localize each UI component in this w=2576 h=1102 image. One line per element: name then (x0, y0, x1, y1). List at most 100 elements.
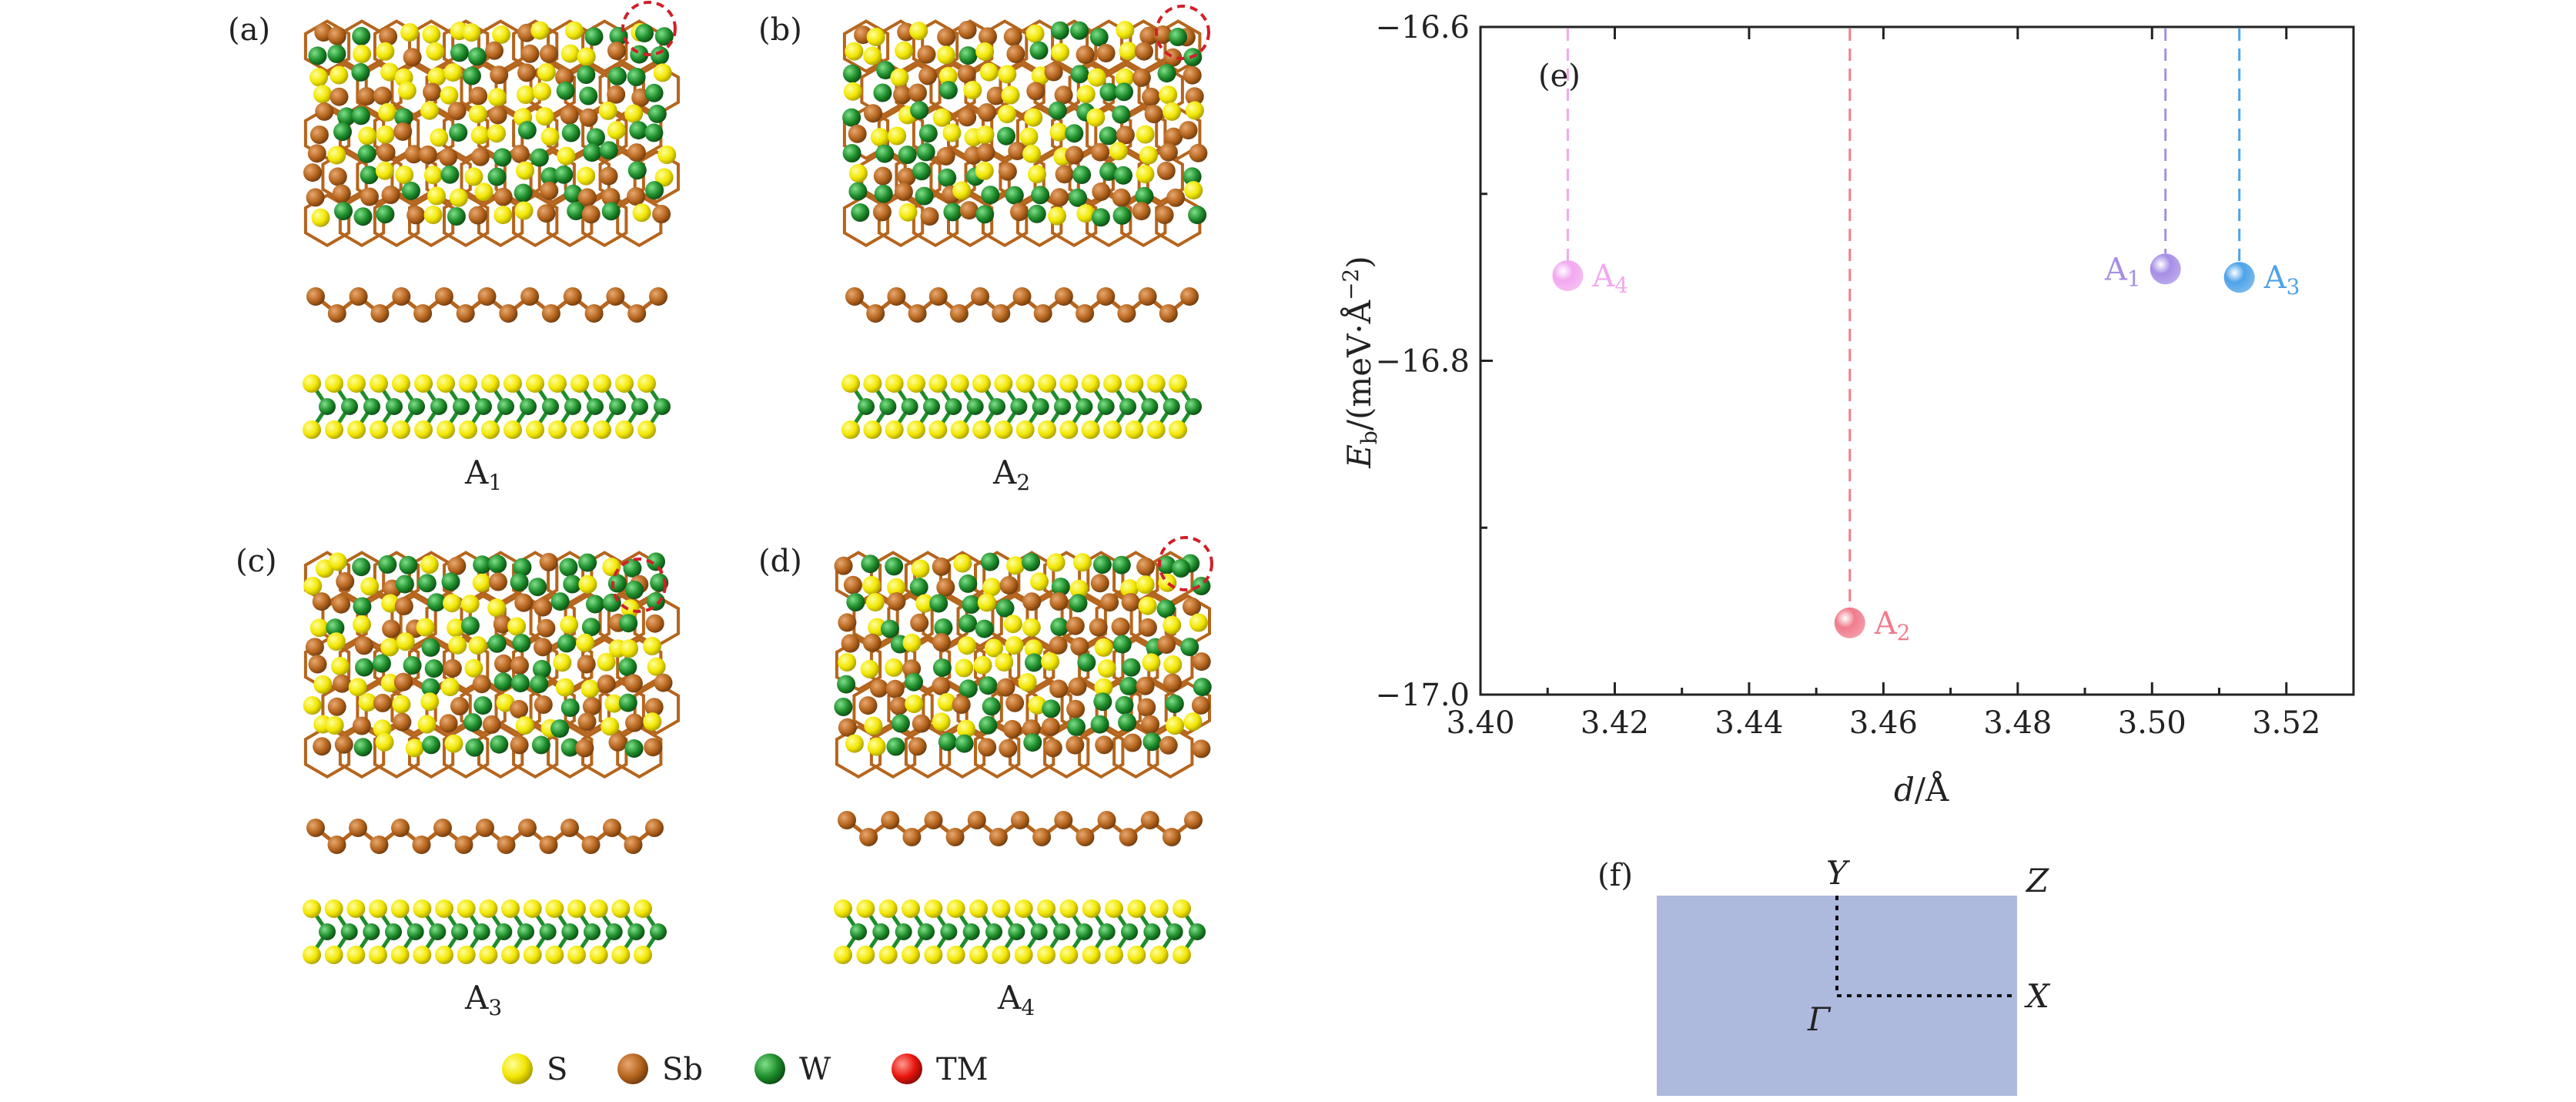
s-atom (1014, 899, 1033, 918)
s-atom (946, 946, 965, 964)
w-atom (394, 108, 413, 127)
sb-atom (959, 201, 979, 220)
s-atom (885, 420, 904, 439)
s-atom (328, 552, 347, 571)
s-atom (841, 374, 860, 393)
sb-atom (627, 143, 646, 162)
s-atom (370, 374, 388, 393)
sb-atom (627, 187, 646, 206)
s-atom (950, 420, 969, 439)
sb-atom (514, 593, 534, 612)
s-atom (1038, 374, 1056, 393)
w-atom (1180, 638, 1199, 657)
sb-atom (423, 82, 442, 102)
s-atom (567, 899, 586, 918)
sb-atom (327, 26, 346, 45)
s-atom (380, 638, 400, 657)
sb-atom (644, 698, 664, 717)
s-atom (347, 420, 366, 439)
w-atom (408, 398, 425, 415)
sb-atom (885, 679, 905, 698)
y-tick-label: −16.8 (1375, 344, 1470, 380)
data-point-a2 (1834, 607, 1865, 638)
sb-atom (912, 714, 931, 733)
sb-atom (470, 147, 490, 166)
s-atom (963, 81, 982, 99)
sb-atom (581, 836, 601, 854)
w-atom (560, 738, 580, 757)
s-atom (537, 62, 556, 82)
sb-atom (1066, 616, 1085, 635)
sb-atom (845, 287, 864, 306)
w-atom (337, 107, 356, 126)
sb-atom (998, 162, 1017, 181)
s-atom (1158, 573, 1177, 592)
s-atom (995, 653, 1014, 672)
s-atom (472, 573, 491, 592)
w-atom (353, 207, 373, 226)
s-atom (570, 374, 589, 393)
sb-atom (1008, 142, 1027, 160)
s-atom (621, 599, 640, 618)
sb-atom (859, 828, 878, 846)
s-atom (593, 374, 611, 393)
sb-atom (1066, 699, 1086, 718)
s-atom (325, 420, 343, 439)
w-atom (530, 148, 549, 167)
brillouin-zone-diagram: Y Z X Γ (1657, 854, 2051, 1096)
sb-atom (1135, 42, 1153, 61)
w-atom (1115, 82, 1133, 102)
w-atom (1067, 717, 1086, 736)
w-atom (979, 715, 998, 735)
s-atom (347, 374, 366, 393)
sb-atom (582, 697, 601, 716)
s-atom (1173, 899, 1191, 918)
w-atom (355, 658, 374, 677)
s-atom (555, 678, 574, 697)
w-atom (488, 554, 507, 574)
s-atom (972, 420, 991, 439)
tm-site-highlight (1158, 536, 1213, 591)
panel-a-ws2-layer (303, 374, 671, 439)
sb-bond (598, 681, 645, 735)
sb-atom (1049, 635, 1068, 655)
sb-bond (373, 638, 420, 692)
w-atom (578, 553, 597, 572)
tm-atom (1169, 28, 1187, 46)
sb-atom (1183, 597, 1201, 616)
s-atom (423, 206, 443, 224)
sb-atom (897, 167, 916, 186)
w-atom (1076, 398, 1093, 415)
s-atom (1059, 374, 1079, 393)
sb-atom (537, 618, 556, 638)
s-atom (474, 183, 493, 202)
sb-atom (862, 633, 882, 652)
sb-atom (454, 836, 473, 854)
s-atom (866, 28, 885, 46)
s-atom (982, 578, 1002, 597)
s-atom (973, 655, 992, 675)
sb-bond (356, 149, 403, 204)
w-atom (958, 679, 978, 698)
s-atom (468, 636, 487, 655)
w-atom (510, 573, 529, 591)
w-atom (646, 592, 665, 611)
s-atom (887, 578, 906, 597)
w-atom (1157, 555, 1176, 574)
s-atom (911, 559, 930, 578)
w-atom (958, 614, 978, 633)
s-atom (1149, 946, 1169, 964)
s-atom (515, 716, 534, 735)
sb-atom (924, 811, 943, 829)
s-atom (848, 164, 868, 183)
s-atom (953, 554, 972, 573)
panel-c-tag: (c) (236, 544, 277, 579)
s-atom (526, 420, 544, 439)
sb-bond (443, 725, 490, 779)
sb-atom (1033, 304, 1052, 323)
sb-atom (920, 207, 939, 226)
w-atom (1023, 733, 1042, 752)
w-atom (402, 181, 420, 200)
s-atom (1059, 420, 1079, 439)
sb-atom (406, 206, 426, 225)
